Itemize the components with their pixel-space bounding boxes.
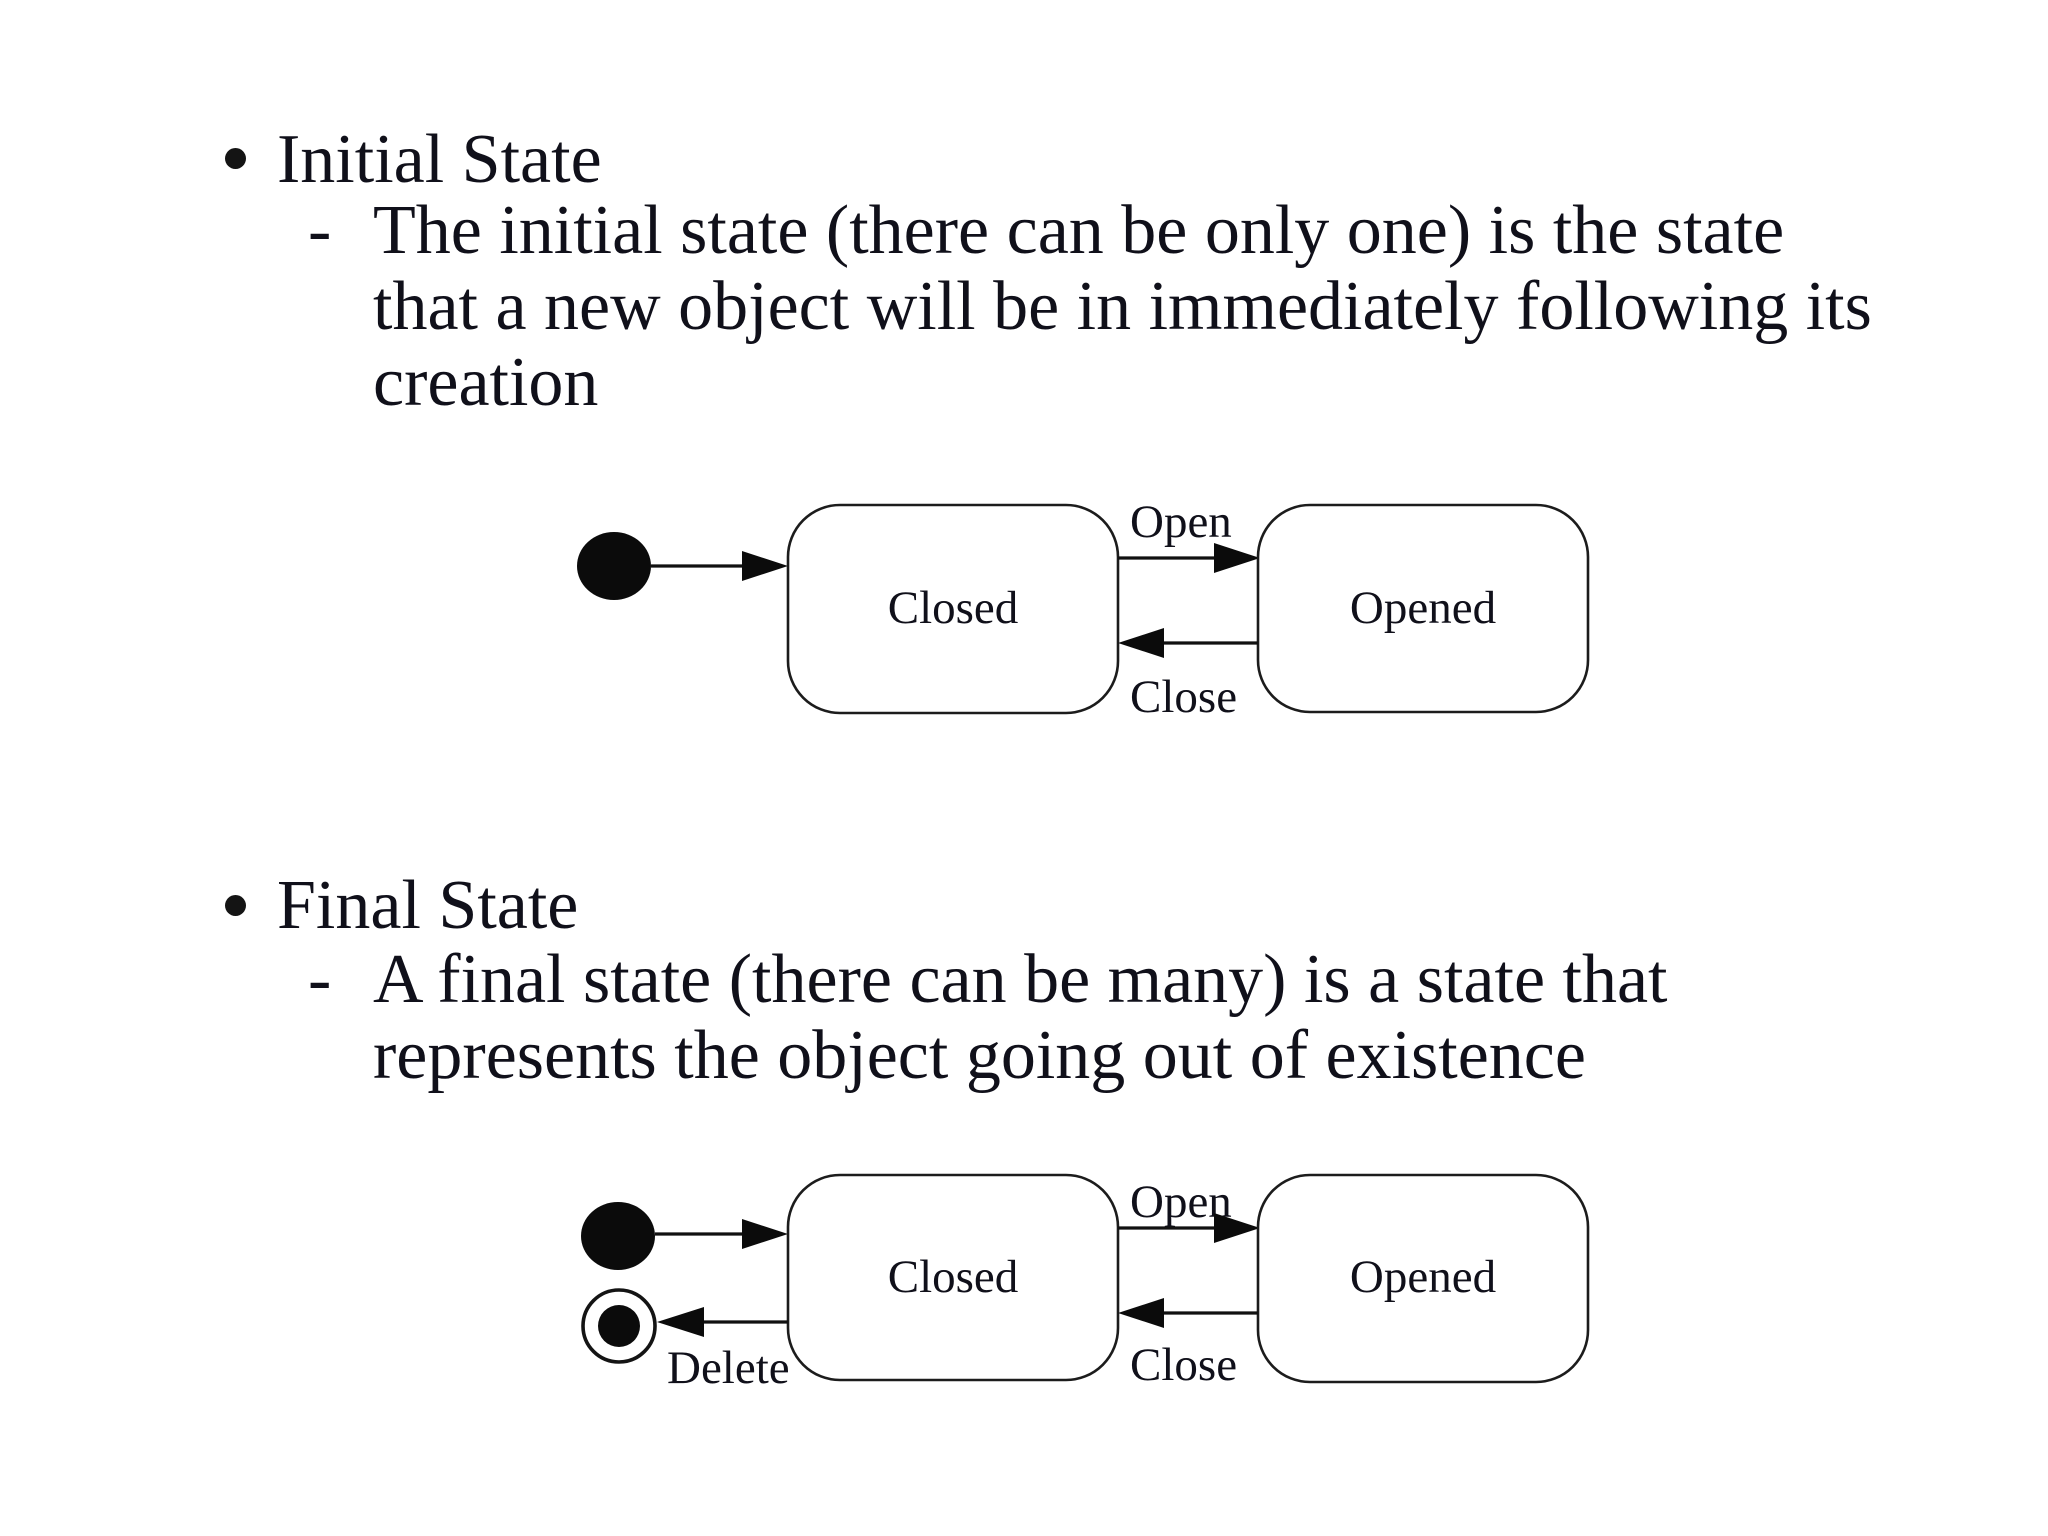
description-line: that a new object will be in immediately…: [373, 268, 1872, 345]
transition-label-open: Open: [1130, 496, 1232, 548]
description-line: A final state (there can be many) is a s…: [373, 941, 1668, 1018]
transition-label-close: Close: [1130, 671, 1237, 723]
state-box-closed: [786, 1173, 1120, 1382]
bullet-icon: [225, 895, 246, 916]
initial-state-description: The initial state (there can be only one…: [373, 193, 1872, 421]
initial-transition-arrowhead-icon: [742, 551, 788, 581]
transition-label-delete: Delete: [667, 1342, 790, 1394]
initial-state-diagram: Closed Open Opened Close: [577, 496, 1590, 723]
close-transition-arrowhead-icon: [1118, 628, 1164, 658]
initial-transition-arrowhead-icon: [742, 1219, 788, 1249]
description-line: creation: [373, 344, 599, 421]
state-box-closed: [786, 503, 1120, 715]
open-transition-arrowhead-icon: [1214, 543, 1260, 573]
state-box-opened: [1256, 503, 1590, 714]
initial-state-icon: [581, 1202, 655, 1270]
state-box-opened: [1256, 1173, 1590, 1384]
state-label-opened: Opened: [1350, 1251, 1496, 1303]
transition-label-close: Close: [1130, 1339, 1237, 1391]
close-transition-arrowhead-icon: [1118, 1298, 1164, 1328]
state-label-opened: Opened: [1350, 582, 1496, 634]
sub-bullet-dash: -: [308, 192, 332, 269]
final-state-description: A final state (there can be many) is a s…: [373, 942, 1668, 1094]
state-label-closed: Closed: [888, 582, 1019, 634]
final-state-diagram: Closed Delete Open Opened Close: [581, 1173, 1590, 1394]
bullet-icon: [225, 148, 246, 169]
section-heading-initial-state: Initial State: [277, 121, 602, 198]
state-label-closed: Closed: [888, 1251, 1019, 1303]
description-line: represents the object going out of exist…: [373, 1017, 1586, 1094]
final-state-dot-icon: [598, 1305, 640, 1347]
description-line: The initial state (there can be only one…: [373, 192, 1785, 269]
initial-state-icon: [577, 532, 651, 600]
open-transition-arrowhead-icon: [1214, 1213, 1260, 1243]
sub-bullet-dash: -: [308, 941, 332, 1018]
delete-transition-arrowhead-icon: [657, 1307, 704, 1337]
section-heading-final-state: Final State: [277, 867, 579, 944]
